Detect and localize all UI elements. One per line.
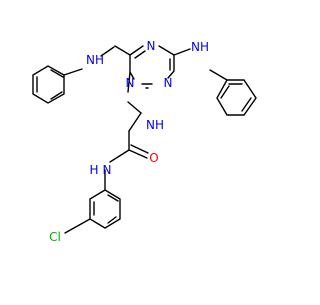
nh-right-label: NH	[191, 40, 209, 54]
chlorophenyl-ring	[89, 189, 121, 229]
right-phenyl-ring	[216, 79, 257, 116]
triazine-to-nh-link	[127, 71, 142, 114]
amide-hydrogen-label: H	[89, 163, 98, 177]
molecule-structure: N N N NH NH NH O N H Cl	[32, 39, 257, 244]
left-phenyl-double-bonds	[36, 69, 64, 100]
atom-labels: N N N NH NH NH O N H Cl	[49, 39, 209, 244]
methylene-bond	[128, 112, 142, 132]
c-cl-bond	[64, 218, 91, 234]
amide-nitrogen-label: N	[103, 163, 112, 177]
nh-left-label: NH	[86, 53, 104, 67]
nh-right-phenyl-bond	[209, 69, 228, 81]
chlorophenyl-double-bonds	[93, 194, 119, 224]
triazine-nitrogen-right: N	[164, 76, 173, 90]
carbonyl-double-bond	[128, 144, 149, 159]
bonds	[32, 45, 257, 234]
nh-left-phenyl-bond	[63, 68, 83, 76]
triazine-to-nh-right	[173, 48, 191, 56]
triazine-bonds	[129, 45, 175, 85]
right-phenyl-double-bonds	[220, 83, 252, 112]
triazine-nitrogen-left: N	[126, 76, 135, 90]
triazine-to-nh-left	[100, 45, 131, 57]
chlorine-label: Cl	[49, 230, 61, 244]
left-phenyl-ring	[32, 65, 65, 104]
triazine-double-bonds	[134, 50, 171, 89]
molecule-canvas: N N N NH NH NH O N H Cl	[32, 39, 257, 244]
carbonyl-oxygen-label: O	[149, 151, 158, 165]
amide-bond	[109, 149, 130, 163]
triazine-nitrogen-top: N	[147, 39, 156, 53]
nh-link-label: NH	[146, 118, 164, 132]
